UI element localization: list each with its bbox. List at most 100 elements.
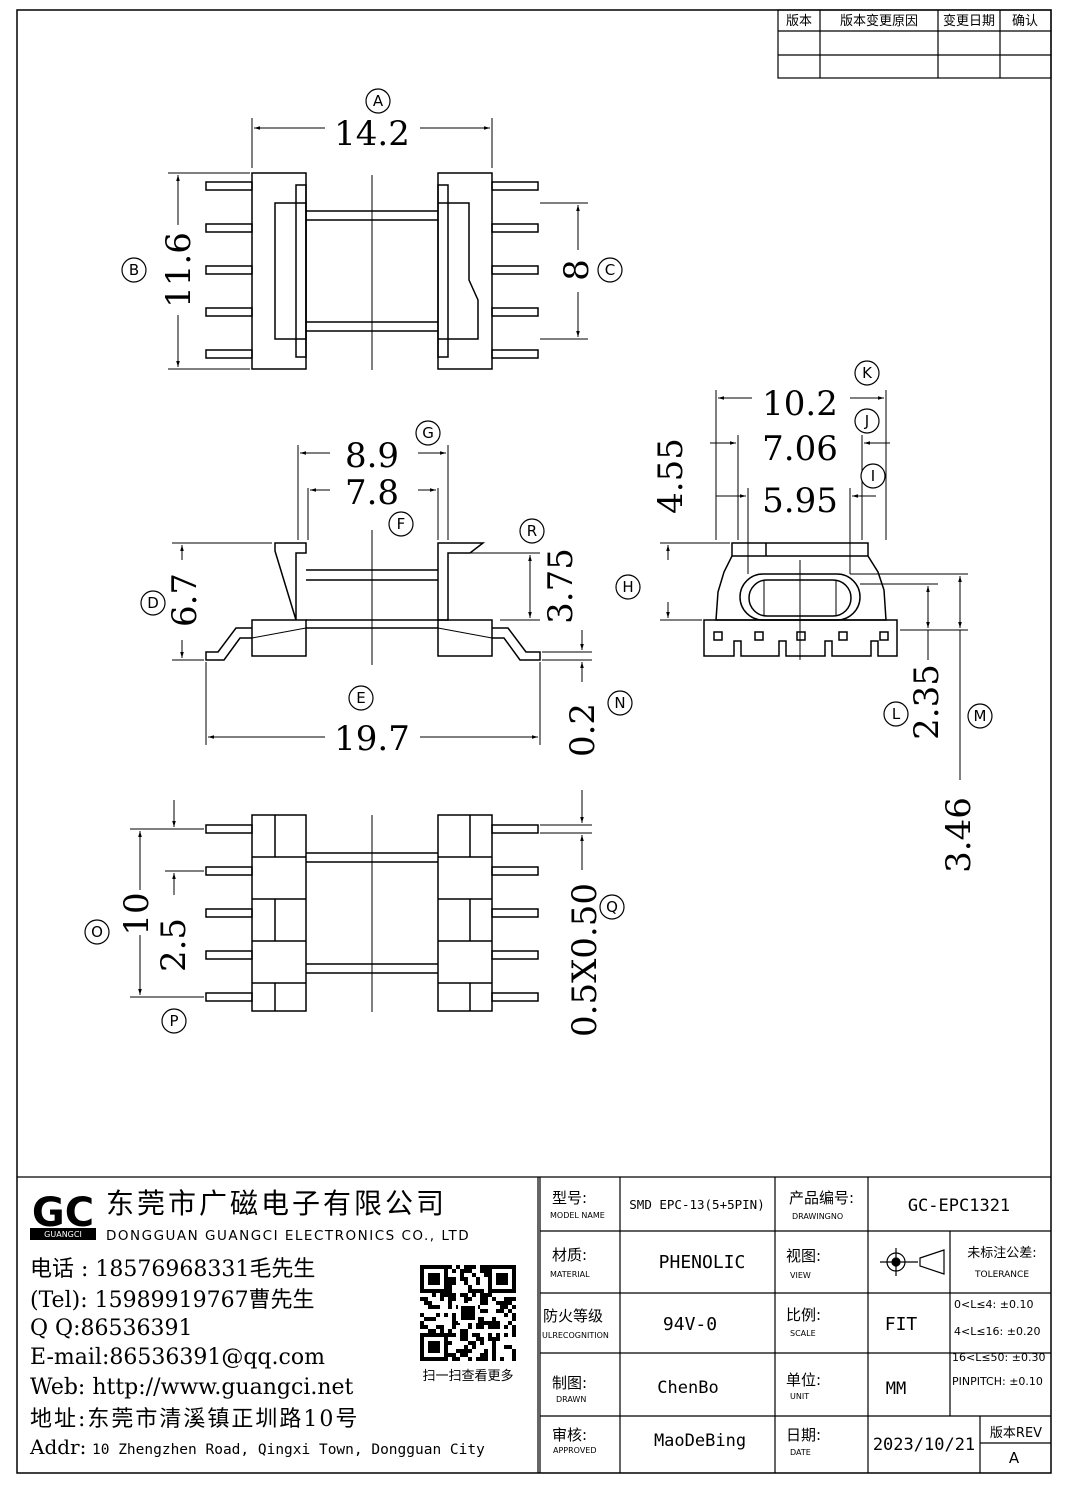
- dim-q-value: 0.5X0.50: [565, 883, 605, 1037]
- drawing-no-label-en: DRAWINGNO: [792, 1212, 843, 1221]
- marker-a: A: [373, 92, 384, 110]
- tolerance-row-2: 4<L≤16: ±0.20: [954, 1325, 1040, 1338]
- contact-address-cn: 地址:东莞市清溪镇正圳路10号: [30, 1407, 359, 1432]
- tolerance-row-3: 16<L≤50: ±0.30: [952, 1351, 1045, 1364]
- drawn-value: ChenBo: [657, 1378, 718, 1398]
- drawing-border: [16, 9, 1052, 1474]
- material-label-en: MATERIAL: [550, 1270, 590, 1279]
- side-view: [205, 530, 541, 665]
- unit-label: 单位:: [786, 1371, 821, 1389]
- revision-table: [777, 9, 1052, 79]
- approved-label-en: APPROVED: [553, 1446, 597, 1455]
- marker-c: C: [605, 261, 615, 279]
- tolerance-label-en: TOLERANCE: [974, 1270, 1029, 1280]
- contact-phone: 电话 : 18576968331毛先生: [30, 1257, 315, 1282]
- end-view: [703, 542, 898, 660]
- bottom-view: [205, 814, 539, 1012]
- dim-c-value: 8: [557, 259, 597, 281]
- marker-i: I: [871, 467, 875, 485]
- bottom-view-left-pins: [205, 824, 253, 1002]
- fire-label: 防火等级: [543, 1307, 603, 1325]
- dim-p-value: 2.5: [154, 918, 194, 972]
- marker-b: B: [129, 261, 139, 279]
- view-label: 视图:: [786, 1247, 821, 1265]
- dim-n-value: 0.2: [563, 703, 603, 757]
- model-value: SMD EPC-13(5+5PIN): [629, 1197, 764, 1212]
- fire-label-en: ULRECOGNITION: [542, 1331, 609, 1340]
- tolerance-row-1: 0<L≤4: ±0.10: [954, 1298, 1033, 1311]
- drawing-no-value: GC-EPC1321: [908, 1196, 1010, 1216]
- qr-code-image: [420, 1265, 516, 1361]
- dim-i-value: 5.95: [762, 481, 838, 521]
- bottom-view-right-pins: [491, 824, 539, 1002]
- marker-o: O: [91, 923, 103, 941]
- top-view: [205, 172, 539, 370]
- contact-email: E-mail:86536391@qq.com: [30, 1345, 325, 1370]
- contact-web: Web: http://www.guangci.net: [30, 1375, 354, 1400]
- marker-g: G: [422, 424, 434, 442]
- model-label-en: MODEL NAME: [550, 1211, 605, 1220]
- company-name-en: DONGGUAN GUANGCI ELECTRONICS CO., LTD: [106, 1228, 470, 1244]
- dim-l-value: 2.35: [907, 664, 947, 740]
- marker-p: P: [169, 1012, 178, 1030]
- unit-value: MM: [886, 1379, 906, 1399]
- marker-r: R: [527, 522, 537, 540]
- material-value: PHENOLIC: [659, 1252, 746, 1273]
- scale-label: 比例:: [786, 1306, 821, 1324]
- contact-qq: Q Q:86536391: [30, 1316, 192, 1341]
- drawn-label: 制图:: [552, 1374, 587, 1392]
- dimension-markers: [84, 88, 993, 1034]
- marker-k: K: [862, 364, 873, 382]
- rev-value: A: [1009, 1449, 1020, 1467]
- marker-j: J: [864, 412, 869, 430]
- rev-header-version: 版本: [786, 14, 812, 29]
- dim-o-value: 10: [117, 892, 157, 935]
- marker-q: Q: [606, 898, 618, 916]
- date-label: 日期:: [786, 1426, 821, 1444]
- material-label: 材质:: [552, 1246, 587, 1264]
- rev-header-date: 变更日期: [943, 13, 995, 29]
- rev-header-reason: 版本变更原因: [840, 13, 918, 29]
- top-view-left-pins: [205, 181, 253, 359]
- marker-n: N: [614, 694, 625, 712]
- rev-header-confirm: 确认: [1012, 14, 1038, 29]
- dim-e-value: 19.7: [334, 719, 410, 759]
- dim-b-value: 11.6: [159, 232, 199, 308]
- title-block-grid: [17, 1176, 1051, 1473]
- marker-d: D: [147, 594, 159, 612]
- dim-a-value: 14.2: [334, 114, 410, 154]
- dim-g-value: 8.9: [345, 436, 399, 476]
- marker-m: M: [974, 707, 987, 725]
- top-view-right-pins: [491, 181, 539, 359]
- projection-symbol-icon: [880, 1248, 945, 1276]
- fire-value: 94V-0: [663, 1314, 717, 1335]
- view-label-en: VIEW: [790, 1271, 811, 1280]
- dim-j-value: 7.06: [762, 429, 838, 469]
- marker-e: E: [356, 689, 365, 707]
- approved-value: MaoDeBing: [654, 1431, 746, 1451]
- contact-address-en-label: Addr:: [29, 1435, 86, 1459]
- dim-d-value: 6.7: [165, 573, 205, 627]
- scale-value: FIT: [885, 1314, 918, 1335]
- tolerance-label: 未标注公差:: [967, 1246, 1036, 1261]
- logo-sub: GUANGCI: [44, 1230, 82, 1239]
- dim-h-value: 4.55: [651, 438, 691, 514]
- contact-tel: (Tel): 15989919767曹先生: [30, 1288, 315, 1313]
- drawing-no-label: 产品编号:: [789, 1189, 854, 1207]
- scale-label-en: SCALE: [790, 1329, 816, 1338]
- qr-caption: 扫一扫查看更多: [422, 1368, 513, 1384]
- contact-address-en: 10 Zhengzhen Road, Qingxi Town, Dongguan…: [92, 1442, 485, 1458]
- unit-label-en: UNIT: [790, 1392, 809, 1401]
- model-label: 型号:: [552, 1189, 587, 1207]
- marker-h: H: [622, 578, 633, 596]
- date-value: 2023/10/21: [873, 1435, 975, 1455]
- marker-f: F: [397, 515, 406, 533]
- dim-m-value: 3.46: [939, 797, 979, 873]
- tolerance-row-4: PINPITCH: ±0.10: [952, 1375, 1043, 1388]
- rev-label: 版本REV: [990, 1426, 1042, 1441]
- dim-k-value: 10.2: [762, 384, 838, 424]
- drawn-label-en: DRAWN: [556, 1395, 586, 1404]
- company-name-cn: 东莞市广磁电子有限公司: [106, 1187, 447, 1220]
- date-label-en: DATE: [790, 1448, 811, 1457]
- marker-l: L: [892, 705, 901, 723]
